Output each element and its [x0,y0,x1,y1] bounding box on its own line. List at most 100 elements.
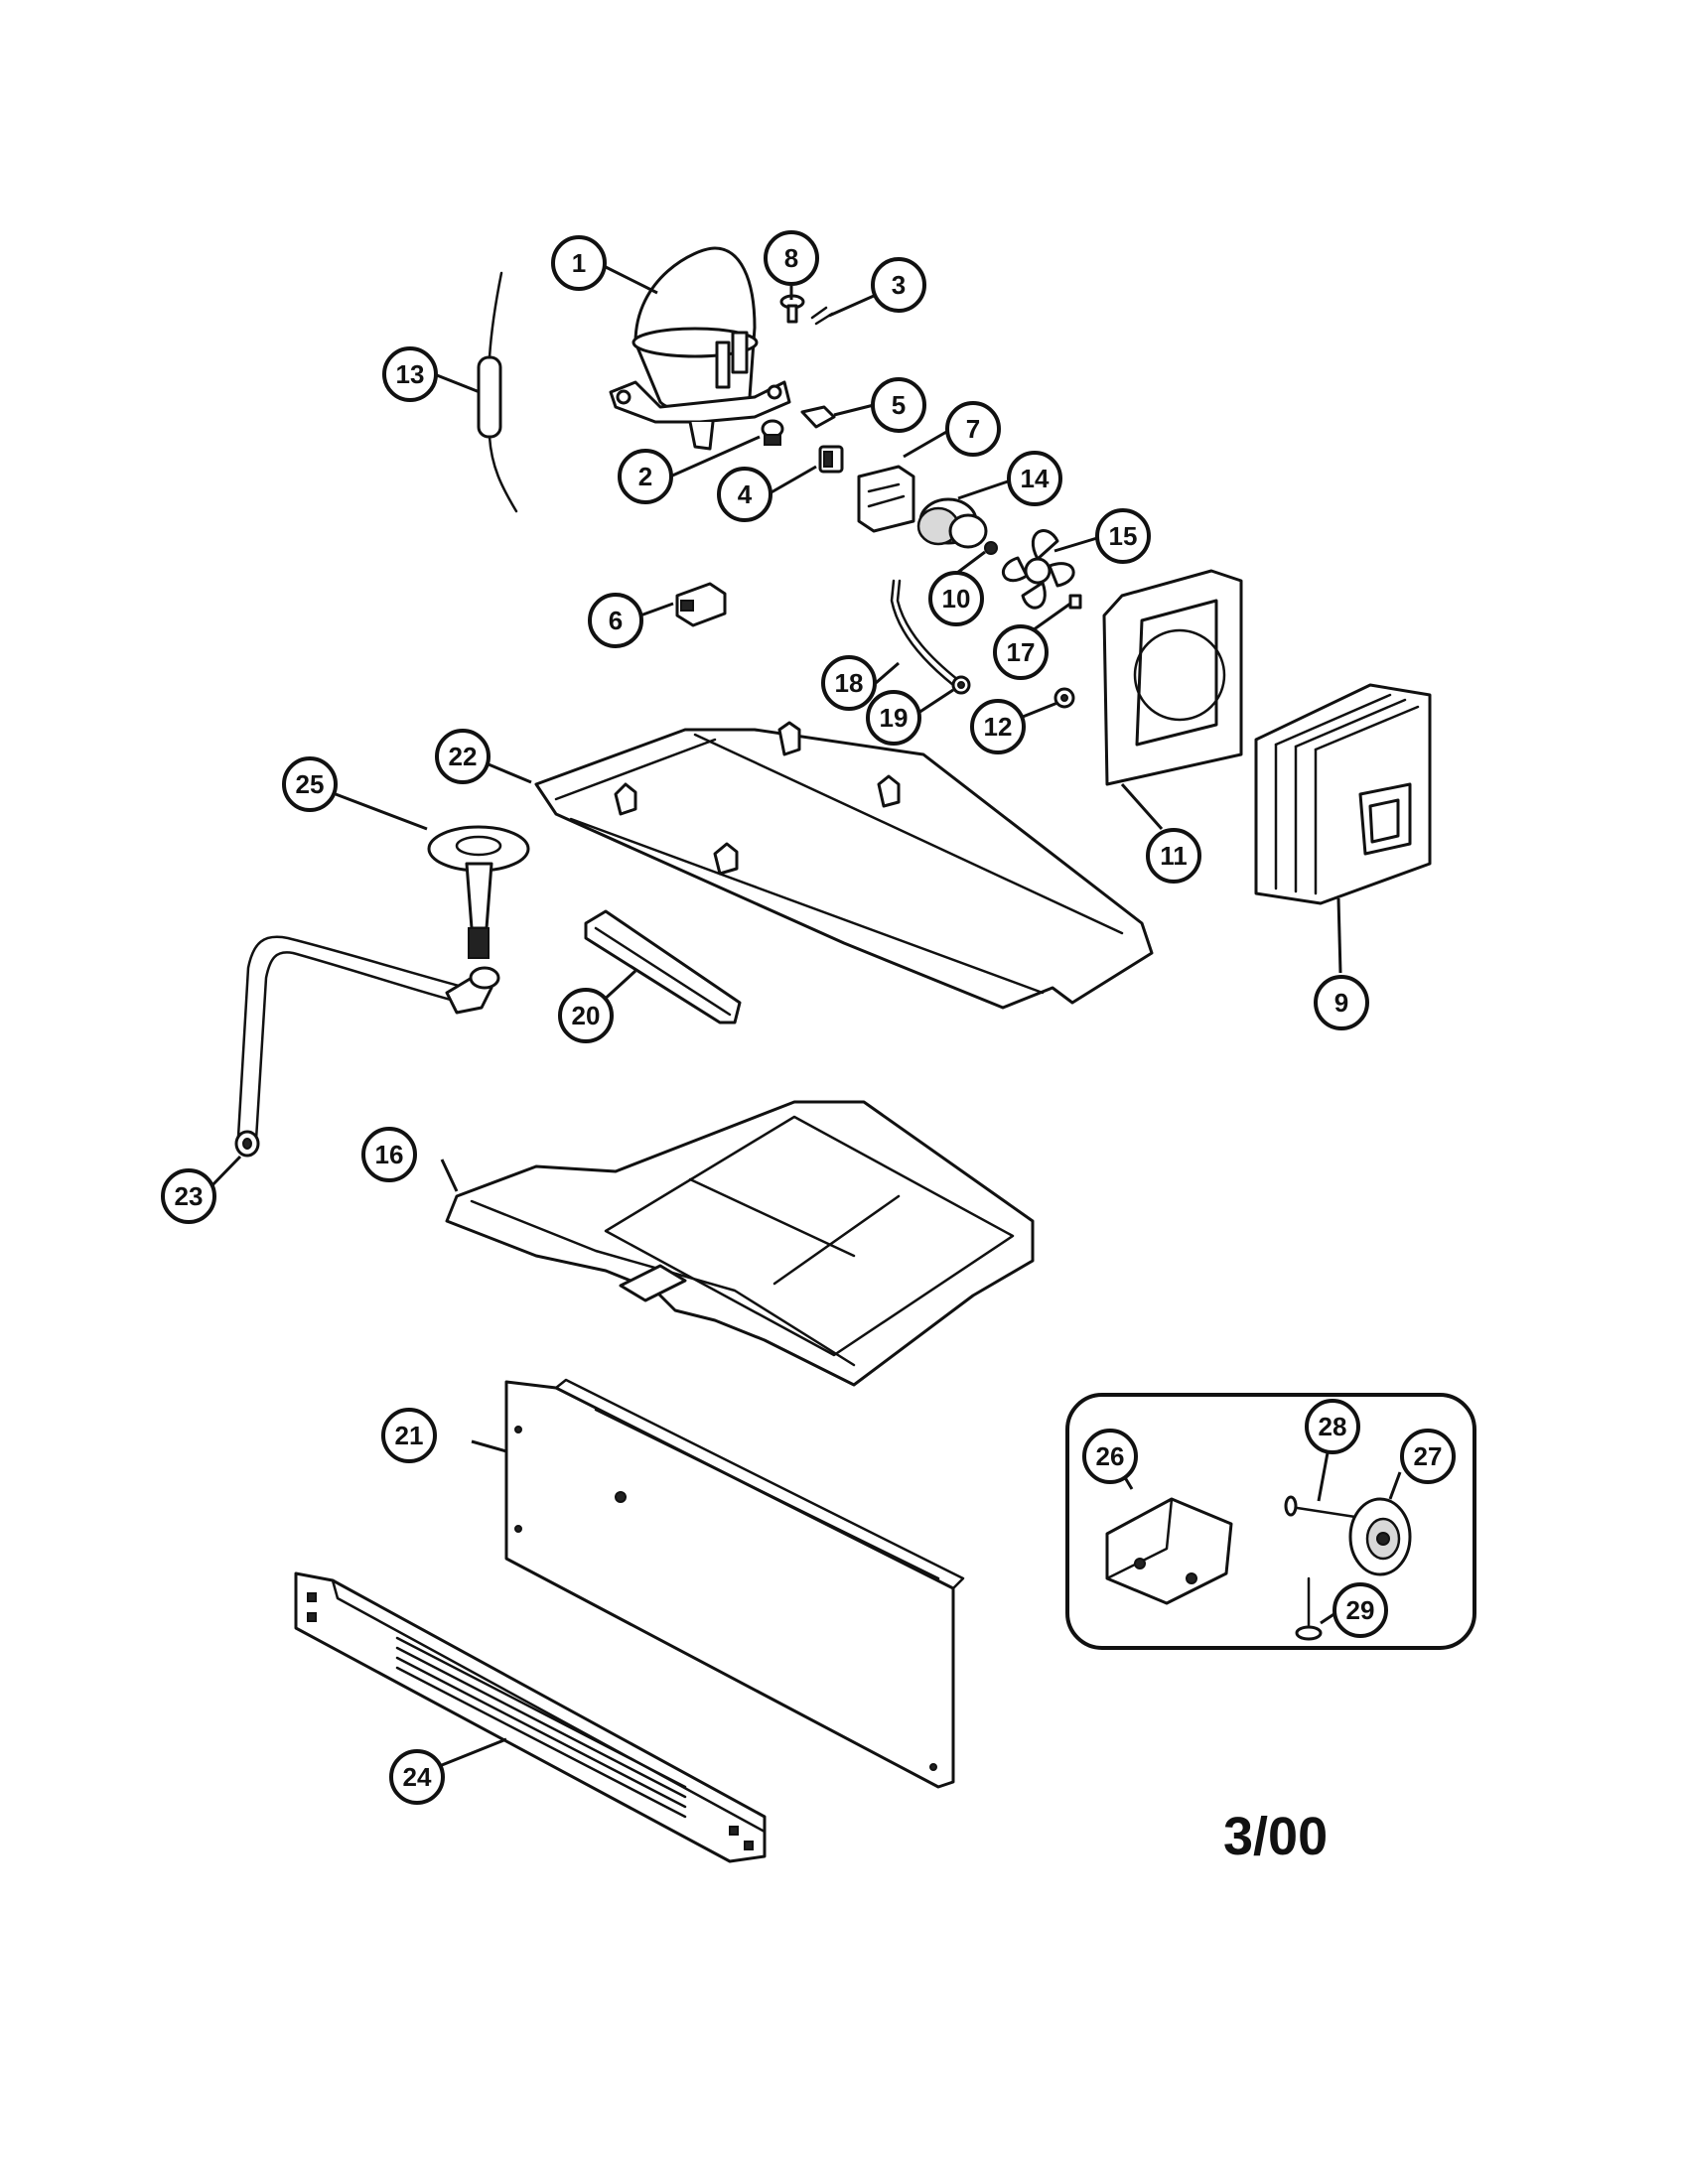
leader-1 [603,264,658,295]
leveling-leg-part-29 [1295,1576,1323,1641]
leader-14 [957,479,1009,500]
leader-lines [205,264,1402,1769]
leader-27 [1388,1471,1402,1500]
drain-funnel-part-25 [427,825,530,959]
svg-text:17: 17 [1007,637,1036,667]
svg-text:27: 27 [1414,1441,1443,1471]
strap-part-18 [890,579,960,687]
leader-7 [903,429,949,459]
leader-24 [436,1737,507,1769]
callout-1: 1 [551,235,607,291]
callout-24: 24 [389,1749,445,1805]
callout-10: 10 [928,571,984,626]
svg-text:25: 25 [296,769,325,799]
leader-17 [1032,602,1071,632]
callout-20: 20 [558,988,614,1043]
svg-text:13: 13 [396,359,425,389]
svg-text:11: 11 [1160,841,1188,871]
bracket-part-5 [800,405,836,429]
fan-motor-part-14 [916,497,988,549]
leader-28 [1317,1446,1331,1502]
date-code: 3/00 [1223,1807,1328,1866]
callout-18: 18 [821,655,877,711]
leader-18 [875,661,900,685]
leader-9 [1336,897,1342,974]
compressor-part-1 [609,246,791,451]
svg-text:5: 5 [892,390,906,420]
drain-pan-part-16 [445,1100,1035,1387]
svg-text:10: 10 [942,584,971,614]
switch-part-6 [675,582,727,627]
svg-text:28: 28 [1319,1412,1347,1441]
callout-2: 2 [618,449,673,504]
callout-3: 3 [871,257,926,313]
nut-part-10 [984,541,998,555]
leader-3 [828,294,875,318]
inset-box [1065,1393,1476,1650]
svg-text:15: 15 [1109,521,1138,551]
svg-text:4: 4 [738,479,753,509]
leader-12 [1022,701,1058,719]
callout-25: 25 [282,756,338,812]
svg-text:19: 19 [880,703,909,733]
leader-16 [440,1159,459,1192]
grille-part-24 [294,1571,767,1863]
leader-25 [335,792,428,831]
leader-4 [769,465,817,495]
leader-19 [917,688,954,715]
drier-part-13 [477,271,518,513]
leader-6 [639,602,674,617]
svg-text:14: 14 [1021,464,1050,493]
callout-12: 12 [970,699,1026,754]
svg-text:24: 24 [403,1762,432,1792]
callout-17: 17 [993,624,1049,680]
svg-text:26: 26 [1096,1441,1125,1471]
callout-8: 8 [764,230,819,286]
callout-29: 29 [1333,1582,1388,1638]
callout-28: 28 [1305,1399,1360,1454]
callout-14: 14 [1007,451,1062,506]
callout-5: 5 [871,377,926,433]
grommet-part-19 [951,675,971,695]
leader-13 [436,373,481,394]
roller-bracket-part-26 [1105,1497,1233,1605]
fan-blade-part-15 [1001,529,1075,610]
svg-text:9: 9 [1334,988,1348,1018]
svg-text:22: 22 [449,742,478,771]
leader-2 [669,435,761,478]
callout-4: 4 [717,467,772,522]
pin-part-28 [1284,1495,1357,1519]
drain-tube-part-23 [234,935,500,1158]
svg-text:20: 20 [572,1001,601,1030]
callouts: 1 2 3 4 5 6 7 8 9 10 11 12 13 14 15 16 1… [161,230,1456,1805]
svg-text:3: 3 [892,270,906,300]
relay-part-4 [818,445,844,474]
callout-19: 19 [866,690,921,746]
callout-11: 11 [1146,828,1201,884]
fan-shroud-part-11 [1102,569,1243,786]
front-panel-part-21 [504,1378,965,1789]
svg-text:21: 21 [395,1421,424,1450]
svg-text:12: 12 [984,712,1013,742]
roller-part-27 [1348,1497,1412,1576]
callout-21: 21 [381,1408,437,1463]
leader-11 [1120,783,1164,830]
callout-26: 26 [1082,1429,1138,1484]
grommet-part-2 [761,419,784,446]
motor-bracket-part-7 [857,465,915,533]
svg-text:2: 2 [638,462,652,491]
leader-22 [488,762,532,784]
callout-9: 9 [1314,975,1369,1030]
callout-7: 7 [945,401,1001,457]
callout-6: 6 [588,593,643,648]
callout-27: 27 [1400,1429,1456,1484]
leader-5 [833,403,875,417]
svg-text:29: 29 [1346,1595,1375,1625]
svg-text:6: 6 [609,606,623,635]
svg-text:23: 23 [175,1181,204,1211]
condenser-part-9 [1254,683,1432,905]
callout-23: 23 [161,1168,216,1224]
svg-text:18: 18 [835,668,864,698]
leader-15 [1053,536,1098,553]
